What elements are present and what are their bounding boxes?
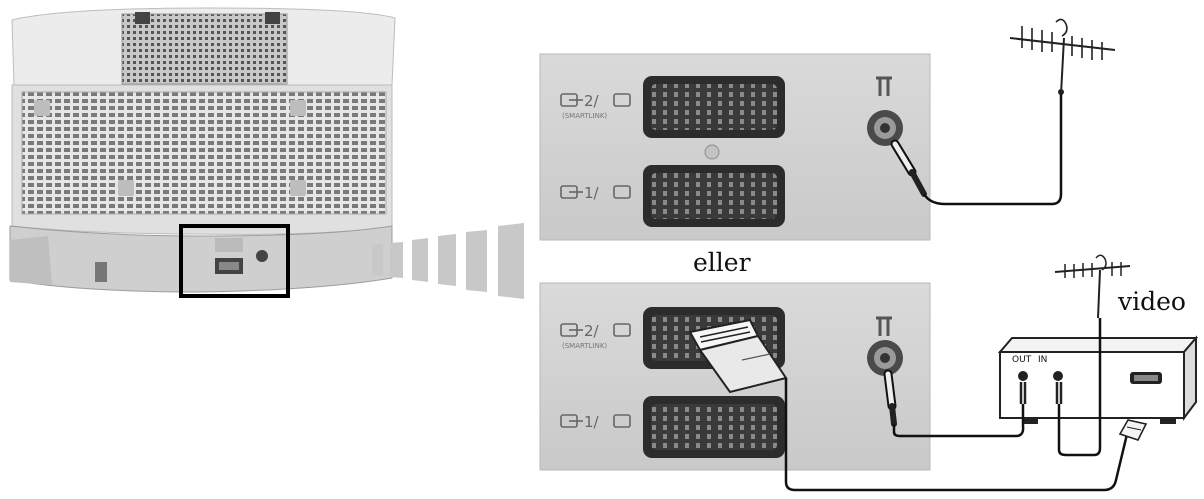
scart2-label: 2/ [584, 322, 600, 340]
tv-back-icon [10, 8, 395, 296]
scart2-sublabel: (SMARTLINK) [562, 342, 607, 350]
device-label: video [1118, 287, 1186, 316]
connector-panel-top: 2/ (SMARTLINK) 1/ [540, 54, 930, 240]
antenna-icon [1010, 19, 1115, 95]
scart-plug-icon [1120, 420, 1146, 440]
vcr-out-label: OUT [1012, 355, 1032, 365]
connector-panel-bottom: 2/ (SMARTLINK) 1/ [540, 283, 930, 470]
scart-socket-icon [643, 165, 785, 227]
scart1-label: 1/ [584, 184, 600, 202]
antenna-jack-icon [867, 340, 903, 376]
zoom-indicator [372, 223, 524, 299]
scart2-sublabel: (SMARTLINK) [562, 112, 607, 120]
vcr-icon: OUT IN [1000, 338, 1196, 424]
scart-socket-icon [643, 76, 785, 138]
vcr-in-label: IN [1038, 355, 1047, 365]
scart1-label: 1/ [584, 413, 600, 431]
scart2-label: 2/ [584, 92, 600, 110]
alternative-label: eller [693, 248, 751, 277]
scart-socket-icon [643, 396, 785, 458]
antenna-cable-top [924, 94, 1061, 204]
